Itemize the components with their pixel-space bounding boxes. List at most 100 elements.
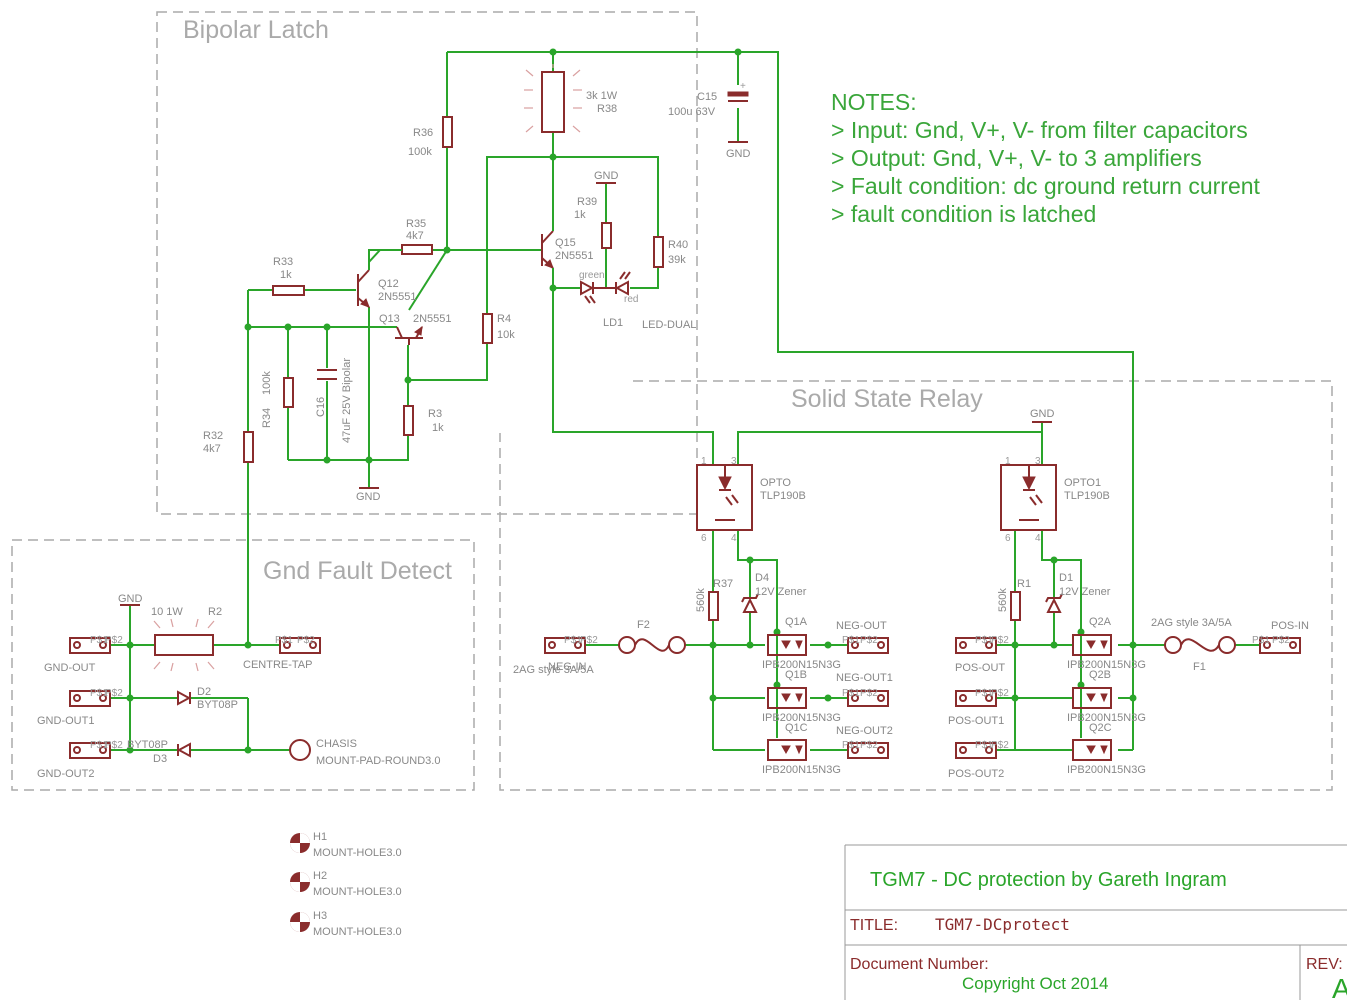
pin-label: P$2	[860, 688, 878, 699]
connector-gnd-out1: P$1 P$2 GND-OUT1	[37, 688, 123, 727]
connector-pos-out2: P$1 P$2 POS-OUT2	[948, 740, 1009, 780]
neg-out-label: NEG-OUT	[836, 620, 887, 632]
opto1-name: OPTO1	[1064, 477, 1101, 489]
resistor-r32: R32 4k7	[203, 430, 254, 463]
neg-out1-label: NEG-OUT1	[836, 672, 893, 684]
pin-label: 3	[1035, 456, 1041, 467]
notes-block: NOTES: > Input: Gnd, V+, V- from filter …	[831, 89, 1261, 227]
opto1-value: TLP190B	[1064, 490, 1110, 502]
h3-value: MOUNT-HOLE3.0	[313, 926, 402, 938]
r2-name: R2	[208, 606, 222, 618]
pin-label: P$2	[1272, 635, 1290, 646]
capacitor-c15: + C15 100u 63V GND	[668, 81, 751, 160]
mosfet-q1c: Q1C IPB200N15N3G	[762, 722, 841, 776]
pin-label: P$1	[90, 635, 108, 646]
c16-value: 47uF 25V Bipolar	[341, 358, 353, 443]
ssr-gnd: GND	[1030, 408, 1055, 423]
pin-label: P$1	[842, 740, 860, 751]
resistor-r36: R36 100k	[408, 116, 453, 158]
pin-label: 6	[1005, 533, 1011, 544]
mosfet-q2c: Q2C IPB200N15N3G	[1067, 722, 1146, 776]
led-ld1: green red LD1 LED-DUAL	[553, 270, 696, 331]
c16-name: C16	[315, 397, 327, 417]
centre-tap-label: CENTRE-TAP	[243, 659, 312, 671]
pos-out-label: POS-OUT	[955, 662, 1005, 674]
q2a-name: Q2A	[1089, 616, 1112, 628]
h3-name: H3	[313, 910, 327, 922]
d1-value: 12V Zener	[1059, 586, 1111, 598]
d3-value: BYT08P	[127, 739, 168, 751]
pin-label: P$2	[860, 635, 878, 646]
ssr-neg-wires	[585, 431, 1043, 751]
c15-value: 100u 63V	[668, 106, 716, 118]
r32-name: R32	[203, 430, 223, 442]
capacitor-c16: C16 47uF 25V Bipolar	[315, 358, 353, 443]
gnd-symbol-label: GND	[1030, 408, 1055, 420]
resistor-r1: R1 560k	[997, 578, 1031, 621]
r35-name: R35	[406, 218, 426, 230]
bipolar-latch-frame	[156, 11, 698, 515]
connector-pos-out: P$1 P$2 POS-OUT	[955, 635, 1009, 674]
pin-label: P$1	[275, 635, 293, 646]
r40-value: 39k	[668, 254, 686, 266]
title-block: TGM7 - DC protection by Gareth Ingram TI…	[844, 844, 1347, 1000]
q2a-value: IPB200N15N3G	[1067, 659, 1146, 671]
f2-name: F2	[637, 619, 650, 631]
mosfet-q1b: Q1B IPB200N15N3G	[762, 669, 841, 724]
note-line: > Input: Gnd, V+, V- from filter capacit…	[831, 117, 1248, 143]
mosfet-q1a: Q1A IPB200N15N3G	[762, 616, 841, 671]
r33-name: R33	[273, 256, 293, 268]
pin-label: P$2	[105, 635, 123, 646]
document-number-label: Document Number:	[850, 956, 989, 973]
pin-label: P$1	[975, 740, 993, 751]
ssr-pos-wires	[996, 422, 1260, 751]
opto-neg: 1 3 6 4 OPTO TLP190B	[696, 456, 806, 544]
pin-label: P$2	[991, 688, 1009, 699]
ld1-name: LD1	[603, 317, 623, 329]
pin-label: P$1	[975, 635, 993, 646]
d4-value: 12V Zener	[755, 586, 807, 598]
h2-name: H2	[313, 870, 327, 882]
pin-label: 4	[1035, 533, 1041, 544]
pin-label: 1	[1005, 456, 1011, 467]
r38-name: R38	[597, 103, 617, 115]
r32-value: 4k7	[203, 443, 221, 455]
rev-value: A	[1332, 973, 1347, 1000]
q12-value: 2N5551	[378, 291, 417, 303]
latch-gnd: GND	[356, 487, 381, 503]
opto-name: OPTO	[760, 477, 791, 489]
q13-name: Q13	[379, 313, 400, 325]
q1c-name: Q1C	[785, 722, 808, 734]
pin-label: P$1	[90, 740, 108, 751]
h2-value: MOUNT-HOLE3.0	[313, 886, 402, 898]
note-line: > Fault condition: dc ground return curr…	[831, 173, 1261, 199]
d3-name: D3	[153, 753, 167, 765]
c15-name: C15	[697, 91, 717, 103]
q2b-value: IPB200N15N3G	[1067, 712, 1146, 724]
q2c-value: IPB200N15N3G	[1067, 764, 1146, 776]
neg-in-label: NEG-IN	[548, 661, 587, 673]
resistor-r39: GND R39 1k	[574, 170, 619, 249]
notes-heading: NOTES:	[831, 89, 917, 115]
pin-label: P$1	[90, 688, 108, 699]
connector-neg-out2: P$1 P$2 NEG-OUT2	[836, 725, 893, 759]
pin-label: P$2	[105, 688, 123, 699]
title-value: TGM7-DCprotect	[935, 915, 1070, 934]
gnd-fault-frame	[11, 539, 475, 791]
neg-out2-label: NEG-OUT2	[836, 725, 893, 737]
zener-d1: D1 12V Zener	[1045, 572, 1111, 613]
r37-name: R37	[713, 578, 733, 590]
copyright-text: Copyright Oct 2014	[962, 974, 1108, 993]
pin-label: P$1	[564, 635, 582, 646]
d2-name: D2	[197, 686, 211, 698]
gnd-out-label: GND-OUT	[44, 662, 96, 674]
r4-name: R4	[497, 313, 511, 325]
q1b-value: IPB200N15N3G	[762, 712, 841, 724]
f2-value: 2AG style 3A/5A	[513, 664, 594, 676]
d4-name: D4	[755, 572, 769, 584]
connector-gnd-out: P$1 P$2 GND-OUT	[44, 635, 123, 674]
d2-value: BYT08P	[197, 699, 238, 711]
mosfet-q2b: Q2B IPB200N15N3G	[1067, 669, 1146, 724]
connector-neg-in: P$1 P$2 NEG-IN	[544, 635, 598, 673]
r39-value: 1k	[574, 209, 586, 221]
